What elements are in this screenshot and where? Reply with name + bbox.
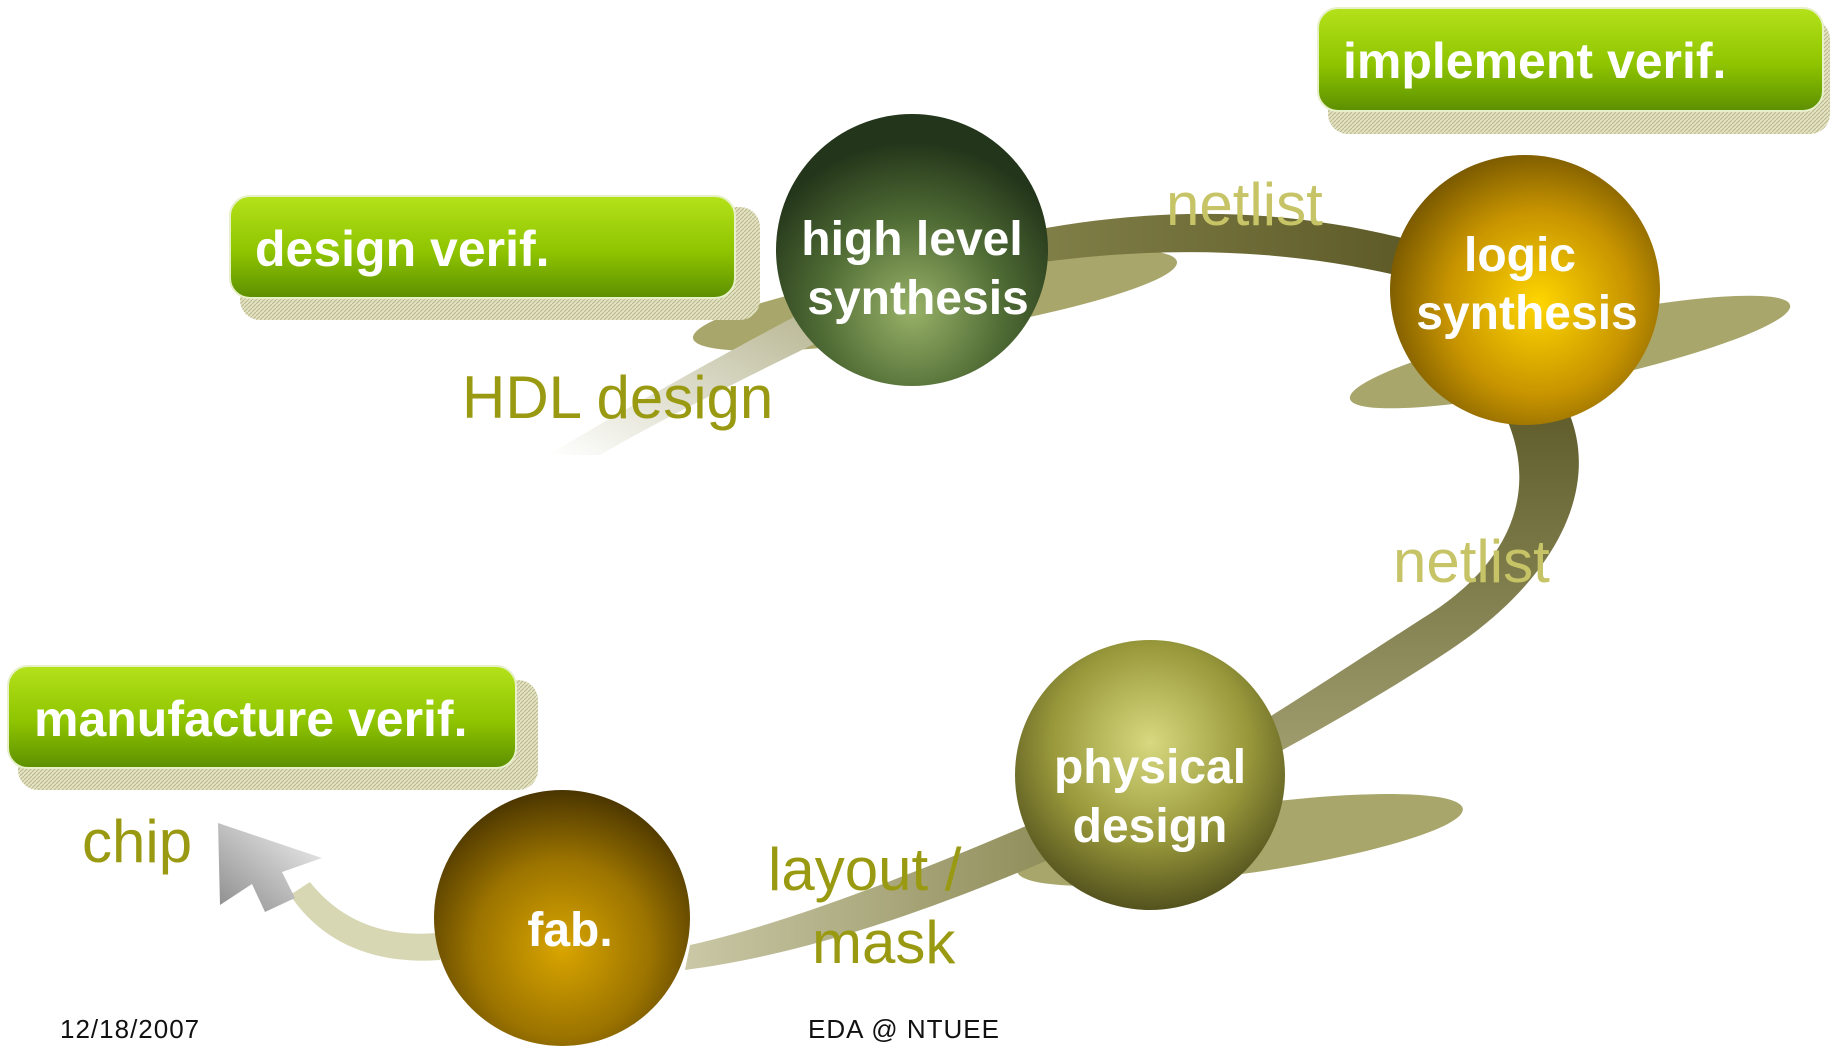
label-hdl-design: HDL design [462,364,773,431]
box-manufacture-verif: manufacture verif. [7,665,538,790]
footer-date: 12/18/2007 [60,1014,200,1044]
fab-label: fab. [527,904,612,957]
flow-tail [548,282,880,455]
flow-chip [290,882,445,961]
hls-label-line2: synthesis [807,272,1028,325]
flow-top [930,213,1410,280]
physical-label-line1: physical [1054,741,1246,794]
hls-label-line1: high level [801,213,1022,266]
label-mask: mask [812,909,956,976]
chip-arrow-icon [218,823,322,912]
box-implement-verif: implement verif. [1317,7,1830,134]
box-implement-verif-label: implement verif. [1343,33,1726,89]
physical-label-line2: design [1073,800,1228,853]
footer-center: EDA @ NTUEE [808,1014,1000,1044]
stage-logic-synthesis: logic synthesis [1390,155,1660,425]
flow-bottom [685,820,1060,970]
stage-physical-design: physical design [1015,640,1285,910]
logic-label-line2: synthesis [1416,287,1637,340]
stage-fab: fab. [434,790,690,1046]
label-layout: layout / [768,836,962,903]
logic-label-line1: logic [1464,229,1576,282]
box-design-verif-label: design verif. [255,221,550,277]
label-chip: chip [82,808,192,875]
stage-high-level-synthesis: high level synthesis [776,114,1048,386]
label-netlist-top: netlist [1166,171,1323,238]
label-netlist-right: netlist [1393,528,1550,595]
box-design-verif: design verif. [229,195,760,320]
box-manufacture-verif-label: manufacture verif. [34,691,467,747]
